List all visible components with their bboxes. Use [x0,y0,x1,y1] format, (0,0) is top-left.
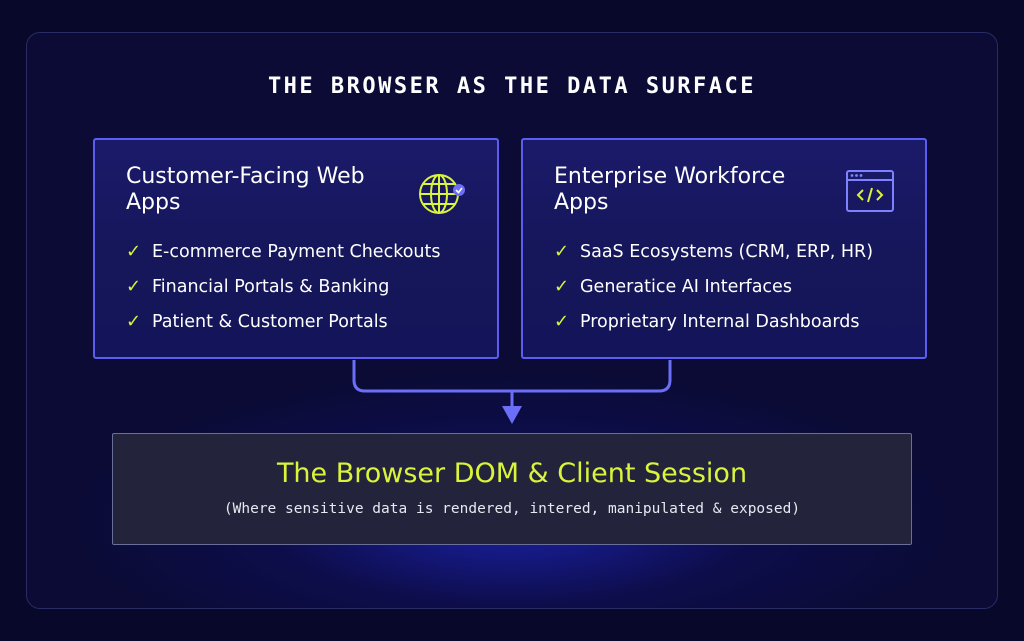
list-item-label: Financial Portals & Banking [152,276,390,297]
card-list: ✓ SaaS Ecosystems (CRM, ERP, HR) ✓ Gener… [554,234,925,339]
check-icon: ✓ [126,311,142,332]
card-enterprise-workforce: Enterprise Workforce Apps ✓ SaaS Ecosyst… [521,138,927,359]
diagram-title: THE BROWSER AS THE DATA SURFACE [267,74,757,99]
card-list: ✓ E-commerce Payment Checkouts ✓ Financi… [126,234,497,339]
list-item-label: Proprietary Internal Dashboards [580,311,860,332]
list-item-label: Patient & Customer Portals [152,311,388,332]
code-window-icon [845,168,895,218]
check-icon: ✓ [126,241,142,262]
list-item: ✓ Financial Portals & Banking [126,269,497,304]
list-item: ✓ Patient & Customer Portals [126,304,497,339]
list-item: ✓ E-commerce Payment Checkouts [126,234,497,269]
bottom-subtitle: (Where sensitive data is rendered, inter… [223,501,801,517]
bottom-title: The Browser DOM & Client Session [276,458,748,489]
list-item: ✓ Generatice AI Interfaces [554,269,925,304]
browser-dom-box: The Browser DOM & Client Session (Where … [112,433,912,545]
check-icon: ✓ [126,276,142,297]
list-item: ✓ Proprietary Internal Dashboards [554,304,925,339]
list-item: ✓ SaaS Ecosystems (CRM, ERP, HR) [554,234,925,269]
card-customer-facing: Customer-Facing Web Apps ✓ E-commerce Pa… [93,138,499,359]
globe-check-icon [415,168,467,224]
check-icon: ✓ [554,241,570,262]
card-title: Enterprise Workforce Apps [554,164,786,215]
card-title: Customer-Facing Web Apps [126,164,365,215]
list-item-label: Generatice AI Interfaces [580,276,792,297]
check-icon: ✓ [554,311,570,332]
list-item-label: E-commerce Payment Checkouts [152,241,441,262]
list-item-label: SaaS Ecosystems (CRM, ERP, HR) [580,241,874,262]
check-icon: ✓ [554,276,570,297]
